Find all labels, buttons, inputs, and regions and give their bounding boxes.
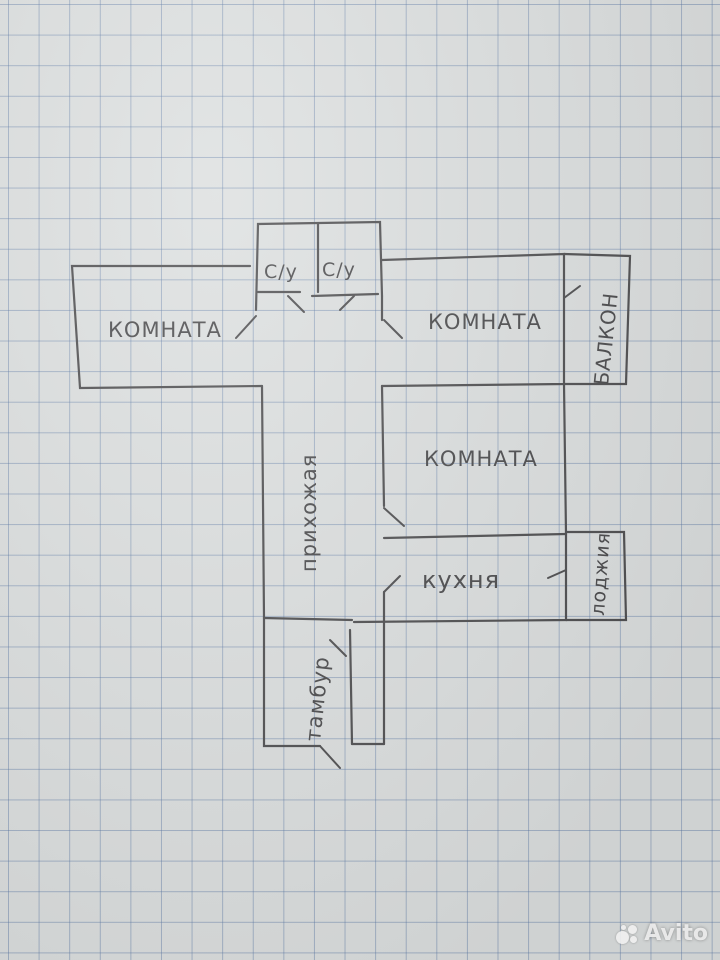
doors [235, 285, 581, 769]
door-top-right-room [383, 319, 403, 339]
watermark-text: Avito [644, 921, 708, 946]
walls [70, 220, 632, 748]
label-vestibule: тамбур [301, 655, 334, 743]
label-top-right-room: КОМНАТА [428, 310, 542, 334]
door-loggia [547, 569, 567, 579]
avito-watermark: Avito [616, 921, 708, 946]
label-loggia: лоджия [587, 531, 615, 616]
wall-hallway-west [260, 384, 266, 620]
door-entrance [319, 745, 341, 769]
wall-loggia [564, 530, 628, 622]
wall-middle-room-south [382, 532, 568, 540]
label-kitchen: кухня [422, 566, 500, 594]
avito-logo-icon [616, 923, 640, 945]
wall-hallway-bottom [262, 616, 354, 622]
wall-balcony [562, 252, 632, 386]
room-labels: КОМНАТА С/у С/у КОМНАТА БАЛКОН прихожая … [108, 259, 623, 743]
door-vestibule-inner [329, 639, 347, 657]
door-left-room [235, 315, 257, 339]
label-wc-1: С/у [264, 261, 298, 283]
label-left-room: КОМНАТА [108, 318, 222, 342]
wall-wc-block [254, 220, 384, 312]
wall-left-room [70, 264, 264, 390]
label-hallway: прихожая [297, 454, 321, 572]
door-middle-room [383, 507, 405, 527]
door-kitchen [383, 575, 401, 593]
label-wc-2: С/у [322, 259, 356, 281]
label-balcony: БАЛКОН [589, 291, 623, 386]
door-wc-2 [339, 295, 355, 311]
door-balcony [563, 285, 581, 299]
wall-vestibule [262, 616, 322, 748]
wall-middle-room-east [562, 382, 568, 536]
wall-top-right-room [380, 252, 566, 388]
wall-wc-bottom-2 [310, 292, 380, 298]
label-middle-room: КОМНАТА [424, 447, 538, 471]
wall-vestibule-inner [348, 628, 354, 746]
door-wc-1 [287, 295, 305, 313]
wall-hallway-east-upper [380, 384, 386, 508]
